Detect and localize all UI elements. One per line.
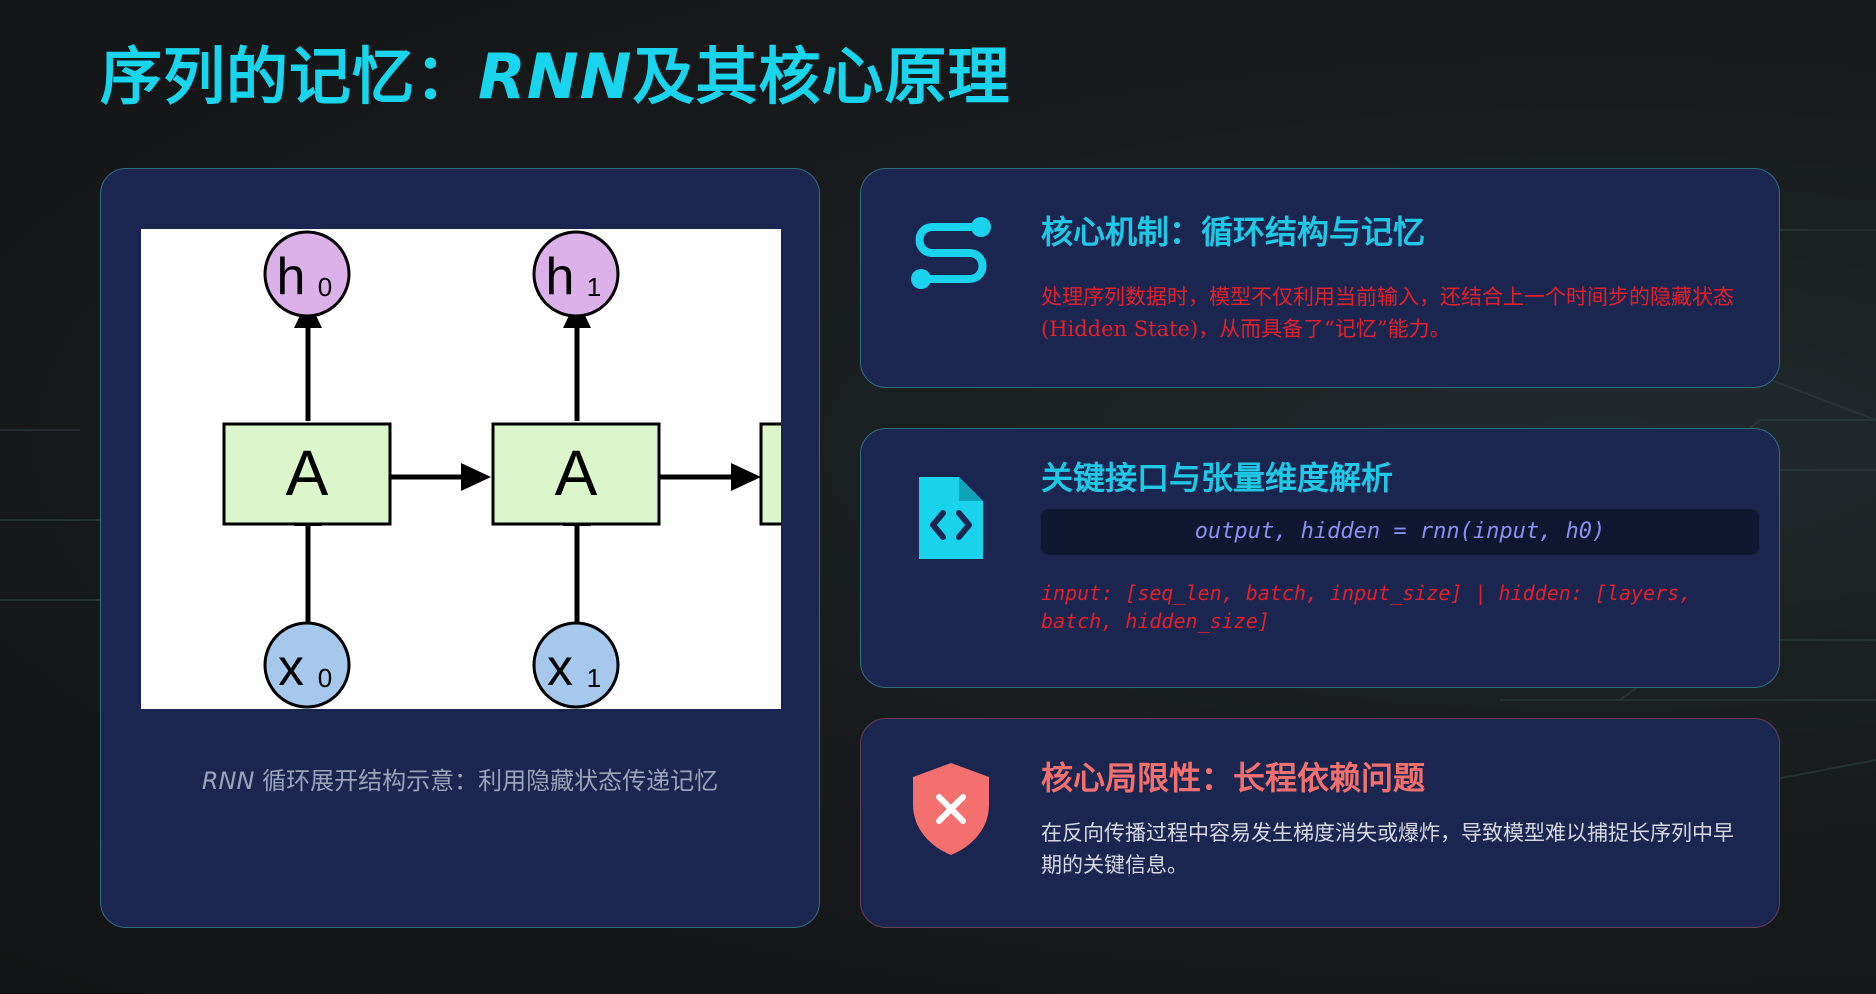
hidden-label-1: h — [546, 248, 575, 306]
hidden-subscript-1: 1 — [587, 272, 601, 302]
input-node-0 — [263, 621, 351, 709]
card-title-mechanism: 核心机制：循环结构与记忆 — [1041, 213, 1426, 251]
api-interface-card: 关键接口与张量维度解析 output, hidden = rnn(input, … — [860, 428, 1780, 688]
page-title: 序列的记忆：RNN及其核心原理 — [100, 40, 1011, 113]
cell-label-0: A — [286, 437, 329, 509]
cell-label-1: A — [555, 437, 598, 509]
limitation-card: 核心局限性：长程依赖问题 在反向传播过程中容易发生梯度消失或爆炸，导致模型难以捕… — [860, 718, 1780, 928]
card-text-mechanism: 处理序列数据时，模型不仅利用当前输入，还结合上一个时间步的隐藏状态(Hidden… — [1041, 285, 1734, 341]
rnn-cell-1 — [491, 422, 661, 526]
hidden-state-1 — [532, 230, 620, 318]
input-subscript-1: 1 — [587, 663, 601, 693]
core-mechanism-card: 核心机制：循环结构与记忆 处理序列数据时，模型不仅利用当前输入，还结合上一个时间… — [860, 168, 1780, 388]
input-subscript-0: 0 — [318, 663, 332, 693]
diagram-caption: RNN 循环展开结构示意：利用隐藏状态传递记忆 — [201, 767, 719, 795]
hidden-label-0: h — [277, 248, 306, 306]
code-file-icon — [919, 477, 983, 559]
card-text-limitation: 在反向传播过程中容易发生梯度消失或爆炸，导致模型难以捕捉长序列中早期的关键信息。 — [1041, 821, 1734, 877]
tensor-shapes-text: input: [seq_len, batch, input_size] | hi… — [1041, 581, 1692, 633]
card-title-api: 关键接口与张量维度解析 — [1041, 459, 1394, 497]
code-snippet: output, hidden = rnn(input, h0) — [1041, 509, 1759, 555]
shield-x-icon — [913, 763, 989, 855]
rnn-unrolled-diagram: A A h 0 h 1 x 0 x 1 — [141, 229, 803, 709]
hidden-subscript-0: 0 — [318, 272, 332, 302]
hidden-state-0 — [263, 230, 351, 318]
rnn-cell-partial — [759, 422, 803, 526]
input-label-0: x — [278, 639, 304, 697]
input-label-1: x — [547, 639, 573, 697]
input-node-1 — [532, 621, 620, 709]
card-title-limitation: 核心局限性：长程依赖问题 — [1041, 759, 1426, 797]
diagram-panel: A A h 0 h 1 x 0 x 1 RNN 循环展开结构示意：利用隐藏状态传… — [100, 168, 820, 928]
rnn-cell-0 — [222, 422, 392, 526]
route-icon — [911, 217, 991, 289]
